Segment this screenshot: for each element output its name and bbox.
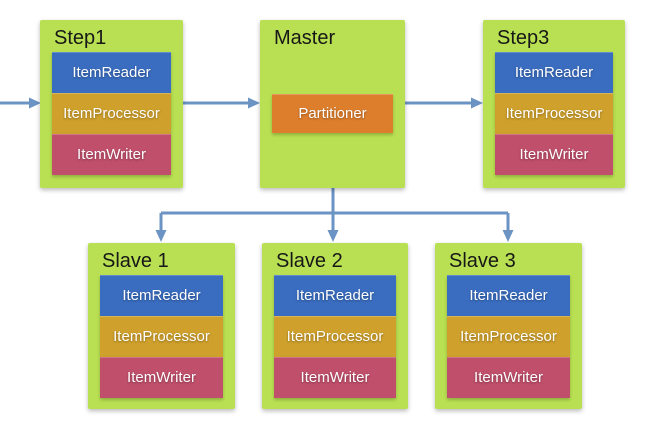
node-slave3-title: Slave 3: [449, 250, 516, 272]
arrow-fanout-lines: [159, 188, 510, 231]
arrow-slave1-head: [155, 230, 167, 242]
node-master: Master Partitioner: [260, 20, 405, 188]
node-slave3: Slave 3 ItemReader ItemProcessor ItemWri…: [435, 243, 582, 409]
item-reader-box: ItemReader: [495, 52, 613, 93]
item-writer-box: ItemWriter: [274, 357, 396, 398]
node-slave3-components: ItemReader ItemProcessor ItemWriter: [447, 275, 570, 398]
node-slave1-title: Slave 1: [102, 250, 169, 272]
item-processor-box: ItemProcessor: [100, 316, 223, 357]
node-step1: Step1 ItemReader ItemProcessor ItemWrite…: [40, 20, 183, 188]
item-reader-box: ItemReader: [100, 275, 223, 316]
node-step3: Step3 ItemReader ItemProcessor ItemWrite…: [483, 20, 625, 188]
spacer: [260, 52, 405, 94]
item-writer-box: ItemWriter: [495, 134, 613, 175]
arrow-entry-head: [29, 97, 41, 109]
item-processor-box: ItemProcessor: [274, 316, 396, 357]
node-step3-components: ItemReader ItemProcessor ItemWriter: [495, 52, 613, 175]
node-slave2-components: ItemReader ItemProcessor ItemWriter: [274, 275, 396, 398]
item-processor-box: ItemProcessor: [52, 93, 171, 134]
node-master-title: Master: [274, 27, 336, 49]
arrow-step1-master-head: [248, 97, 260, 109]
item-writer-box: ItemWriter: [52, 134, 171, 175]
node-slave1-components: ItemReader ItemProcessor ItemWriter: [100, 275, 223, 398]
node-step1-title: Step1: [54, 27, 107, 49]
node-slave2-title: Slave 2: [276, 250, 343, 272]
arrow-master-step3-head: [471, 97, 483, 109]
node-step1-components: ItemReader ItemProcessor ItemWriter: [52, 52, 171, 175]
item-writer-box: ItemWriter: [100, 357, 223, 398]
item-reader-box: ItemReader: [274, 275, 396, 316]
item-processor-box: ItemProcessor: [447, 316, 570, 357]
arrow-slave3-head: [502, 230, 514, 242]
item-writer-box: ItemWriter: [447, 357, 570, 398]
item-reader-box: ItemReader: [52, 52, 171, 93]
node-step3-title: Step3: [497, 27, 550, 49]
arrow-slave2-head: [327, 230, 339, 242]
node-slave1: Slave 1 ItemReader ItemProcessor ItemWri…: [88, 243, 235, 409]
item-processor-box: ItemProcessor: [495, 93, 613, 134]
node-slave2: Slave 2 ItemReader ItemProcessor ItemWri…: [262, 243, 408, 409]
item-reader-box: ItemReader: [447, 275, 570, 316]
partitioner-box: Partitioner: [272, 94, 393, 133]
